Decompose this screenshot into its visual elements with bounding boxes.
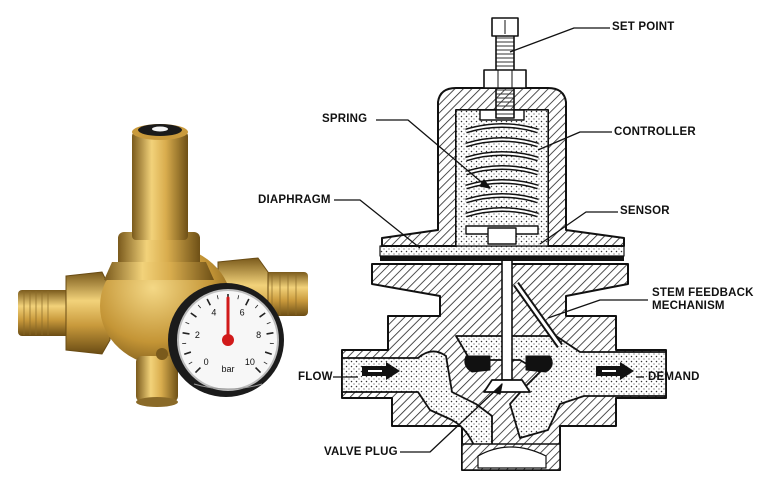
gauge-tick	[197, 304, 202, 309]
gauge-scale-label: 6	[240, 307, 245, 317]
label-set-point: SET POINT	[612, 21, 675, 33]
pressure-valve-photo: 0 2 4 6 8 10 bar	[18, 124, 308, 407]
gauge-tick	[255, 367, 262, 374]
inlet-pipe-thread	[18, 290, 70, 336]
pressure-gauge: 0 2 4 6 8 10 bar	[168, 283, 284, 397]
gauge-labels: 0 2 4 6 8 10	[195, 307, 261, 367]
gauge-scale-label: 8	[256, 330, 261, 340]
inlet-hex-nut	[65, 271, 111, 355]
gauge-tick	[264, 351, 272, 355]
gauge-scale-label: 4	[211, 307, 216, 317]
demand-arrow	[596, 362, 634, 380]
valve-seat-right	[525, 355, 553, 373]
gauge-tick	[244, 298, 250, 306]
gauge-tick	[266, 332, 274, 335]
regulator-cross-section	[333, 17, 667, 471]
gauge-scale-label: 10	[245, 357, 255, 367]
gauge-tick	[188, 361, 193, 365]
label-flow: FLOW	[298, 371, 333, 383]
gauge-tick	[185, 322, 190, 325]
gauge-tick	[184, 351, 192, 355]
outlet-pipe-thread	[264, 272, 308, 316]
label-stem-feedback-line2: MECHANISM	[652, 300, 725, 312]
gauge-unit: bar	[221, 364, 234, 374]
label-diaphragm: DIAPHRAGM	[258, 194, 331, 206]
gauge-tick	[266, 322, 271, 325]
label-spring: SPRING	[322, 113, 368, 125]
gauge-scale-label: 2	[195, 330, 200, 340]
gauge-tick	[237, 295, 240, 300]
gauge-tick	[206, 298, 212, 306]
gauge-tick	[194, 367, 201, 374]
bonnet-cylinder	[132, 132, 188, 240]
label-stem-feedback-line1: STEM FEEDBACK	[652, 287, 754, 299]
diaphragm-line	[380, 255, 624, 261]
label-valve-plug: VALVE PLUG	[324, 446, 398, 458]
gauge-scale-label: 0	[204, 357, 209, 367]
label-sensor: SENSOR	[620, 205, 670, 217]
gauge-tick	[216, 295, 219, 300]
gauge-tick	[190, 312, 197, 318]
lock-nut	[483, 69, 527, 89]
valve-stem	[501, 245, 513, 381]
gauge-tick	[254, 304, 259, 309]
valve-seat-left	[464, 355, 491, 373]
label-demand: DEMAND	[648, 371, 700, 383]
gauge-tick	[259, 312, 266, 318]
bottom-plug	[136, 356, 178, 402]
gauge-tick	[263, 361, 268, 365]
bonnet-section	[381, 87, 625, 247]
label-controller: CONTROLLER	[614, 126, 696, 138]
valve-plug	[483, 379, 531, 393]
gauge-tick	[182, 332, 190, 335]
leader-lines	[333, 27, 648, 453]
spring	[465, 123, 539, 218]
flow-arrow	[362, 362, 400, 380]
